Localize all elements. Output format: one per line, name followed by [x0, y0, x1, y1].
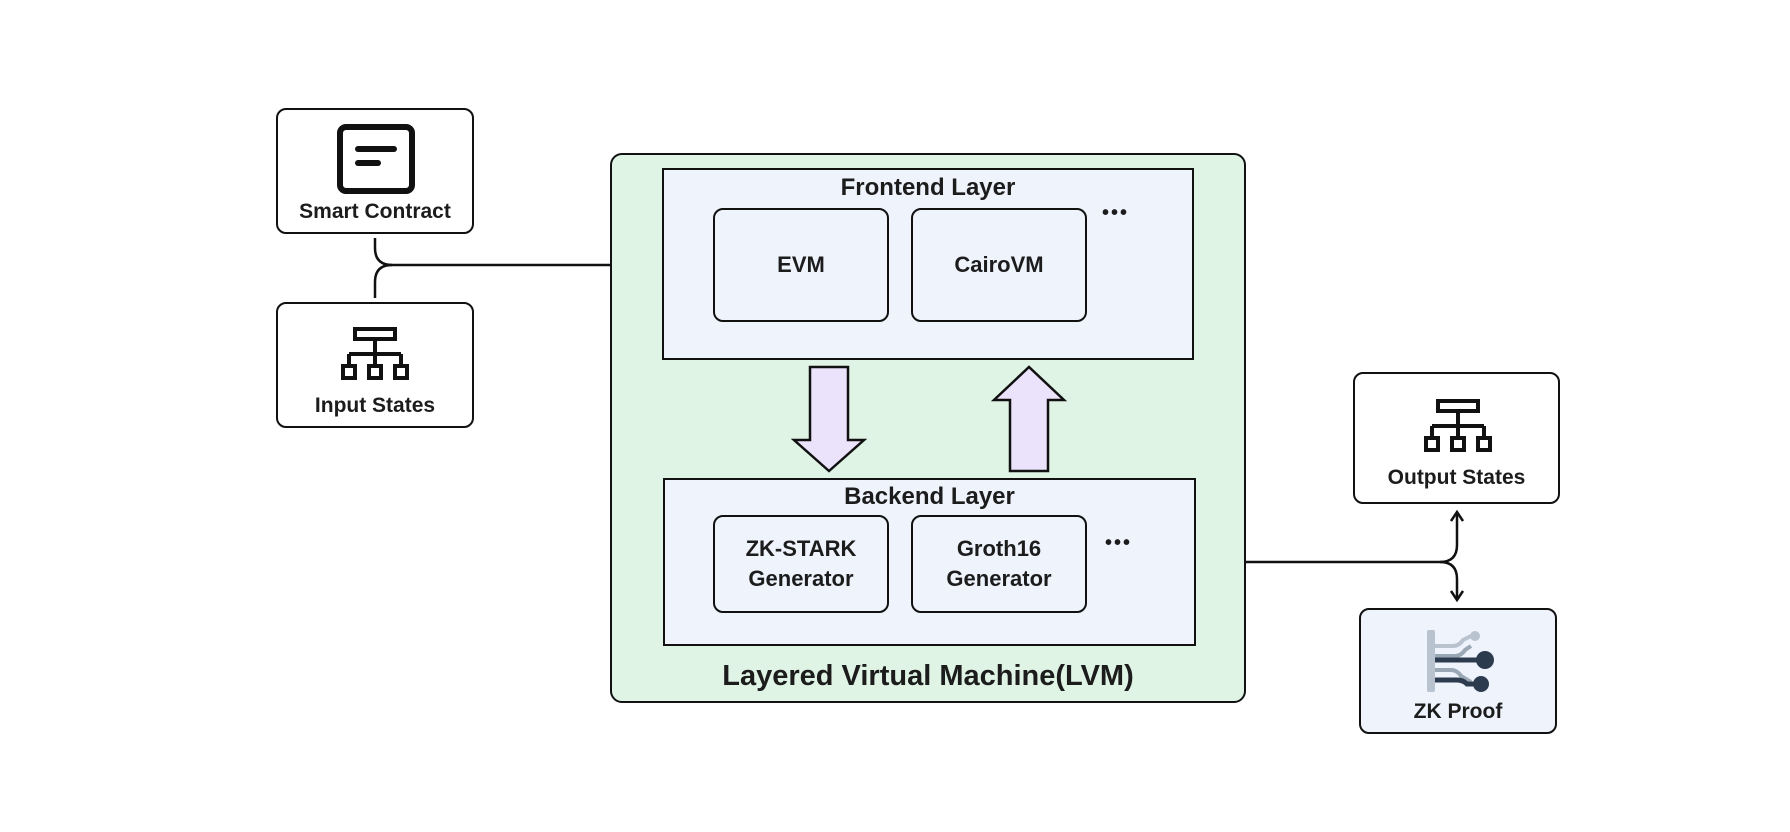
- backend-layer-title: Backend Layer: [844, 483, 1015, 510]
- smart-contract-card: Smart Contract: [276, 108, 474, 234]
- frontend-module-cairovm: CairoVM: [911, 208, 1087, 322]
- frontend-more-ellipsis: •••: [1102, 202, 1130, 224]
- lvm-title: Layered Virtual Machine(LVM): [722, 660, 1134, 692]
- frontend-layer: Frontend Layer EVM CairoVM •••: [662, 168, 1194, 360]
- input-states-connector: [373, 263, 393, 298]
- input-states-label: Input States: [314, 394, 436, 417]
- backend-module-zk-stark: ZK-STARK Generator: [713, 515, 889, 613]
- circuit-icon: [1427, 630, 1494, 692]
- output-states-card: Output States: [1353, 372, 1560, 504]
- hierarchy-icon: [1424, 399, 1492, 452]
- output-states-label: Output States: [1387, 466, 1526, 489]
- document-icon: [337, 124, 415, 194]
- up-arrow-backend-to-frontend: [990, 365, 1068, 473]
- backend-more-ellipsis: •••: [1105, 532, 1133, 554]
- backend-module-groth16: Groth16 Generator: [911, 515, 1087, 613]
- zk-proof-card: ZK Proof: [1359, 608, 1557, 734]
- down-arrow-frontend-to-backend: [790, 365, 868, 473]
- zk-proof-connector: [1439, 560, 1457, 600]
- backend-layer: Backend Layer ZK-STARK Generator Groth16…: [663, 478, 1196, 646]
- smart-contract-label: Smart Contract: [299, 200, 451, 223]
- hierarchy-icon: [341, 327, 409, 380]
- frontend-module-evm: EVM: [713, 208, 889, 322]
- input-states-card: Input States: [276, 302, 474, 428]
- zk-proof-label: ZK Proof: [1413, 700, 1503, 723]
- frontend-layer-title: Frontend Layer: [840, 174, 1016, 201]
